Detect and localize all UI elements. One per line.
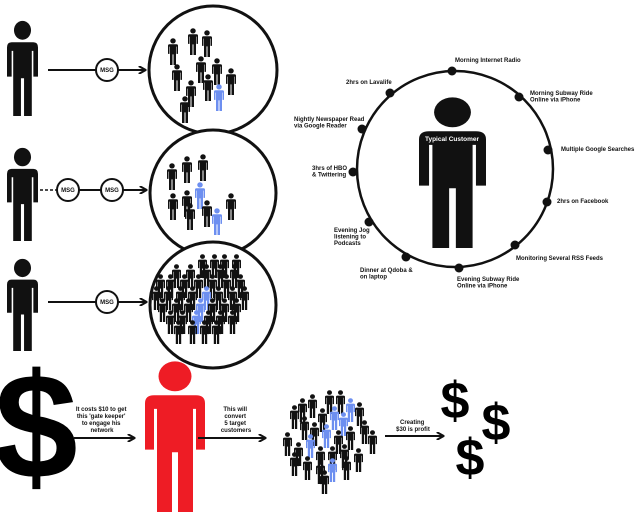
msg-label: MSG — [100, 300, 114, 306]
target-customers-crowd — [283, 390, 377, 494]
activity-label-line: Monitoring Several RSS Feeds — [516, 256, 604, 262]
activity-label-line: Online via iPhone — [530, 98, 581, 104]
activity-label-line: Podcasts — [334, 241, 361, 247]
person-icon — [336, 390, 345, 414]
activity-label: Morning Internet Radio — [455, 58, 521, 64]
person-icon — [303, 456, 312, 480]
activity-label-line: Morning Internet Radio — [455, 58, 521, 64]
step-cost-text: It costs $10 to get this 'gate keeper' t… — [76, 407, 128, 434]
activity-dot — [447, 66, 457, 76]
activity-label-line: Online via iPhone — [457, 284, 508, 290]
activity-label-line: listening to — [334, 235, 366, 241]
activity-label-line: Evening Subway Ride — [457, 277, 520, 283]
audience-circle — [148, 128, 278, 258]
activity-dot — [348, 167, 358, 177]
person-icon — [283, 432, 292, 456]
gatekeeper-person-icon — [145, 361, 205, 512]
row-2-double-message: MSG MSG — [7, 128, 278, 258]
activity-label-line: 2hrs on Facebook — [557, 199, 609, 205]
activity-label-line: Nightly Newspaper Read — [294, 117, 365, 123]
center-label: Typical Customer — [425, 136, 480, 143]
person-icon — [346, 426, 355, 450]
person-icon — [354, 448, 363, 472]
step-convert-text: This will convert 5 target customers — [221, 407, 252, 434]
dollar-icon: $ — [482, 394, 511, 452]
activity-label-line: Morning Subway Ride — [530, 91, 593, 97]
activity-label-line: on laptop — [360, 275, 387, 281]
row-1-single-message: MSG — [7, 4, 279, 136]
dollar-icon: $ — [441, 372, 470, 430]
activity-label-line: Multiple Google Searches — [561, 147, 635, 153]
person-icon — [290, 405, 299, 429]
activity-label: Multiple Google Searches — [561, 147, 635, 153]
sender-person-icon — [7, 147, 38, 241]
activity-label-line: & Twittering — [312, 173, 347, 179]
activity-dot — [514, 92, 524, 102]
activity-label-line: via Google Reader — [294, 124, 347, 130]
highlighted-person-icon — [328, 458, 337, 482]
sender-person-icon — [7, 20, 38, 116]
activity-dot — [542, 197, 552, 207]
typical-customer-ring: Typical Customer Morning Internet RadioM… — [294, 58, 635, 290]
msg-bubble — [56, 178, 80, 202]
cost-flow: $ It costs $10 to get this 'gate keeper'… — [0, 342, 511, 512]
activity-label-line: 2hrs on Lavalife — [346, 80, 392, 86]
person-icon — [368, 430, 377, 454]
msg-label: MSG — [105, 188, 119, 194]
typical-customer-person-icon — [419, 97, 486, 248]
activity-dot — [357, 124, 367, 134]
row-3-large-network: MSG — [7, 240, 278, 370]
msg-bubble — [95, 58, 119, 82]
msg-bubble — [100, 178, 124, 202]
activity-label-line: 3hrs of HBO — [312, 166, 347, 172]
activity-label: 2hrs on Facebook — [557, 199, 609, 205]
sender-person-icon — [7, 258, 38, 351]
activity-dot — [543, 145, 553, 155]
activity-dot — [401, 252, 411, 262]
activity-label-line: Evening Jog — [334, 228, 370, 234]
msg-label: MSG — [100, 68, 114, 74]
activity-label: 3hrs of HBO& Twittering — [312, 166, 347, 179]
activity-dot — [510, 240, 520, 250]
step-profit-text: Creating $30 is profit — [396, 420, 430, 433]
activity-label: Monitoring Several RSS Feeds — [516, 256, 604, 262]
activity-label: Dinner at Qdoba &on laptop — [360, 268, 413, 281]
activity-label: 2hrs on Lavalife — [346, 80, 392, 86]
activity-label-line: Dinner at Qdoba & — [360, 268, 413, 274]
dollar-icon: $ — [0, 342, 78, 510]
dollar-icon: $ — [456, 429, 485, 487]
person-icon — [325, 390, 334, 414]
person-icon — [308, 394, 317, 418]
msg-label: MSG — [61, 188, 75, 194]
activity-dot — [364, 217, 374, 227]
activity-dot — [385, 88, 395, 98]
activity-dot — [454, 263, 464, 273]
msg-bubble — [95, 290, 119, 314]
